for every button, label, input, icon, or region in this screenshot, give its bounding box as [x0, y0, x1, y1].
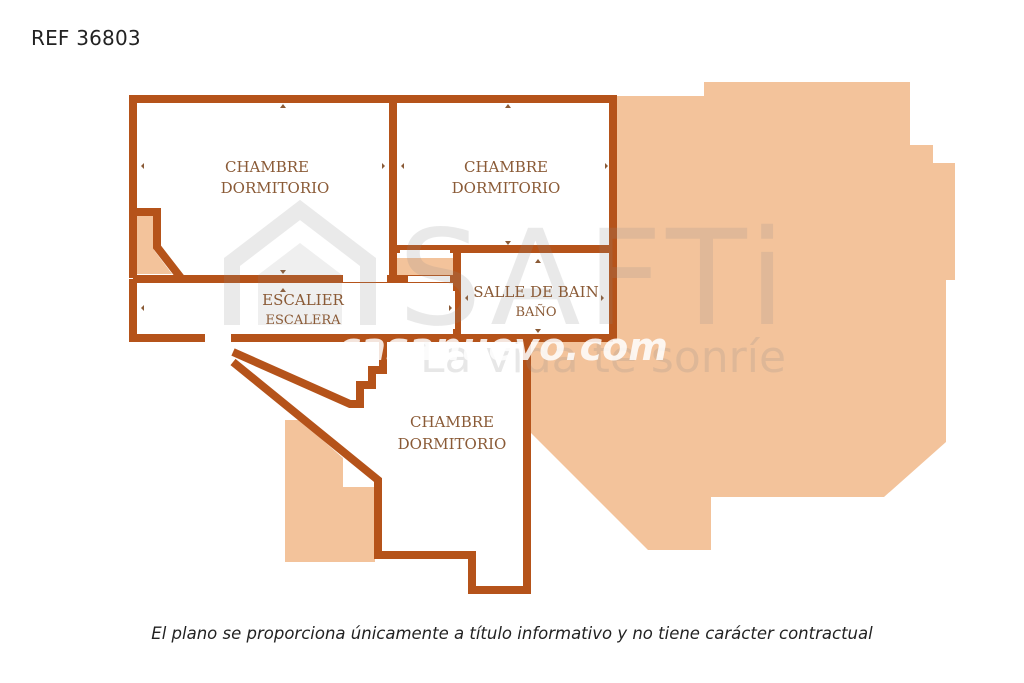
safti-tagline-text: La vida te sonríe [420, 332, 786, 383]
room-label-fr: SALLE DE BAIN [473, 283, 598, 301]
room-label-fr: CHAMBRE [464, 158, 548, 176]
room-label-es: DORMITORIO [452, 179, 561, 197]
disclaimer-text: El plano se proporciona únicamente a tít… [151, 624, 873, 643]
dimension-markers [141, 104, 608, 333]
safti-watermark: SAFTi La vida te sonríe [224, 199, 791, 383]
room-floors [137, 103, 609, 586]
room-bedroom-1: CHAMBRE DORMITORIO [221, 158, 330, 197]
room-label-es: BAÑO [516, 304, 557, 320]
casanuevo-watermark: casanuevo.com [338, 325, 668, 369]
room-label-fr: CHAMBRE [225, 158, 309, 176]
room-label-fr: ESCALIER [262, 291, 344, 309]
exterior-area [132, 82, 955, 562]
room-stairs: ESCALIER ESCALERA [262, 291, 344, 328]
room-label-es: ESCALERA [265, 313, 341, 328]
room-label-es: DORMITORIO [398, 435, 507, 453]
room-bathroom: SALLE DE BAIN BAÑO [473, 283, 598, 320]
room-label-es: DORMITORIO [221, 179, 330, 197]
walls [129, 95, 617, 594]
safti-brand-text: SAFTi [398, 202, 791, 356]
room-bedroom-2: CHAMBRE DORMITORIO [452, 158, 561, 197]
room-bedroom-3: CHAMBRE DORMITORIO [398, 413, 507, 453]
door-openings [205, 250, 455, 348]
reference-number: REF 36803 [31, 26, 141, 50]
room-label-fr: CHAMBRE [410, 413, 494, 431]
